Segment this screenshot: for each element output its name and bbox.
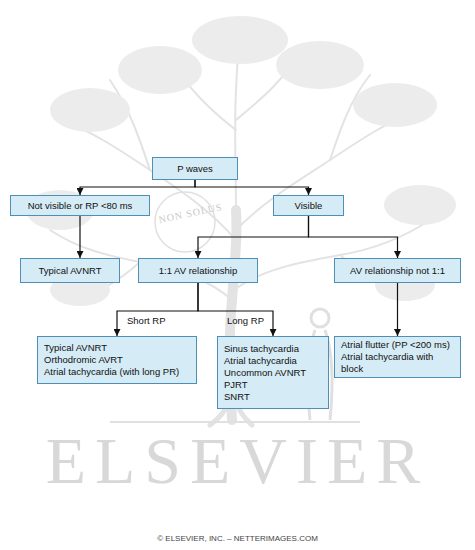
node-text: Sinus tachycardia: [224, 343, 299, 355]
edge-label: Short RP: [127, 315, 166, 326]
flow-arrow: [80, 180, 195, 195]
node-text: Typical AVNRT: [38, 265, 101, 277]
decision-box: AV relationship not 1:1: [334, 258, 461, 283]
node-text: SNRT: [224, 391, 250, 403]
flow-arrow: [198, 216, 309, 258]
flow-arrow: [79, 216, 80, 258]
node-text: Atrial flutter (PP <200 ms): [341, 339, 450, 351]
node-text: Atrial tachycardia: [224, 355, 297, 367]
node-text: Not visible or RP <80 ms: [28, 200, 133, 212]
node-text: PJRT: [224, 379, 248, 391]
diagnosis-list-box: Typical AVNRTOrthodromic AVRTAtrial tach…: [37, 336, 197, 384]
node-text: Uncommon AVNRT: [224, 367, 306, 379]
node-text: P waves: [177, 163, 213, 175]
flow-arrow: [195, 180, 309, 195]
flow-arrow: [117, 283, 198, 336]
decision-box: Visible: [273, 195, 344, 216]
diagnosis-list-box: Atrial flutter (PP <200 ms)Atrial tachyc…: [334, 336, 461, 378]
node-text: 1:1 AV relationship: [159, 265, 238, 277]
decision-box: Not visible or RP <80 ms: [10, 195, 150, 216]
node-text: Visible: [295, 200, 323, 212]
node-text: Atrial tachycardia (with long PR): [44, 366, 179, 378]
node-text: Typical AVNRT: [44, 342, 107, 354]
copyright-note: © ELSEVIER, INC. – NETTERIMAGES.COM: [0, 535, 475, 543]
diagnosis-list-box: Sinus tachycardiaAtrial tachycardiaUncom…: [217, 336, 329, 409]
node-text: Orthodromic AVRT: [44, 354, 123, 366]
node-text: AV relationship not 1:1: [350, 265, 445, 277]
watermark-publisher: ELSEVIER: [0, 428, 475, 494]
decision-box: Typical AVNRT: [20, 258, 120, 283]
flow-arrow: [198, 283, 273, 336]
flow-arrow: [309, 216, 398, 258]
decision-box: P waves: [152, 157, 238, 180]
node-text: Atrial tachycardia with block: [341, 351, 454, 375]
decision-box: 1:1 AV relationship: [138, 258, 258, 283]
edge-label: Long RP: [227, 315, 264, 326]
flow-arrow: [397, 283, 398, 336]
